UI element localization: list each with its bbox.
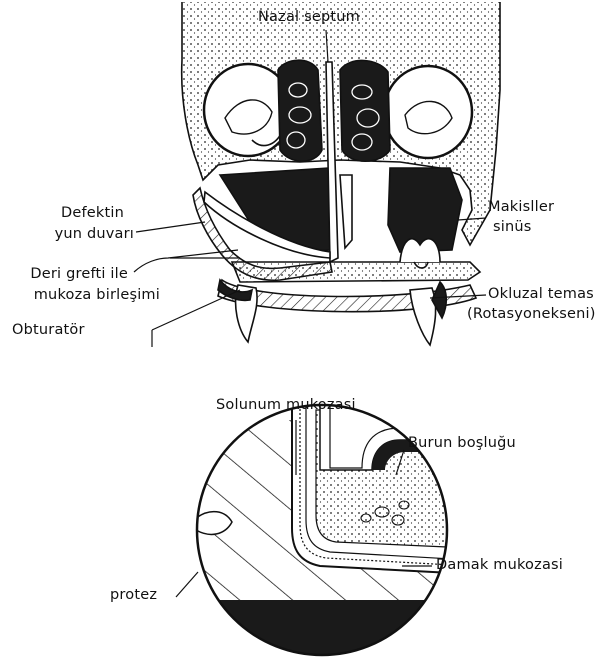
- label-burun: Burun boşluğu: [408, 436, 516, 451]
- label-makisller-line2: sinüs: [493, 220, 532, 235]
- ethmoid-right: [340, 60, 390, 161]
- label-obturator: Obturatör: [12, 323, 85, 338]
- label-protez: protez: [110, 588, 157, 603]
- palate: [232, 262, 480, 282]
- label-defektin-line2: yun duvarı: [55, 227, 134, 242]
- label-solunum: Solunum mukozasi: [216, 398, 356, 413]
- right-tooth: [410, 288, 436, 345]
- label-deri-line1: Deri grefti ile: [30, 267, 128, 282]
- label-makisller-line1: Makisller: [488, 200, 554, 215]
- label-defektin-line1: Defektin: [61, 206, 124, 221]
- label-nazal-septum: Nazal septum: [258, 10, 360, 25]
- ethmoid-left: [278, 60, 322, 161]
- skull-section: [182, 2, 500, 345]
- sinus-s-curve: [358, 171, 381, 222]
- label-deri-line2: mukoza birleşimi: [34, 288, 160, 303]
- label-damak: Damak mukozasi: [436, 558, 563, 573]
- label-okluzal-line2: (Rotasyonekseni): [467, 307, 596, 322]
- label-okluzal-line1: Okluzal temas: [488, 287, 594, 302]
